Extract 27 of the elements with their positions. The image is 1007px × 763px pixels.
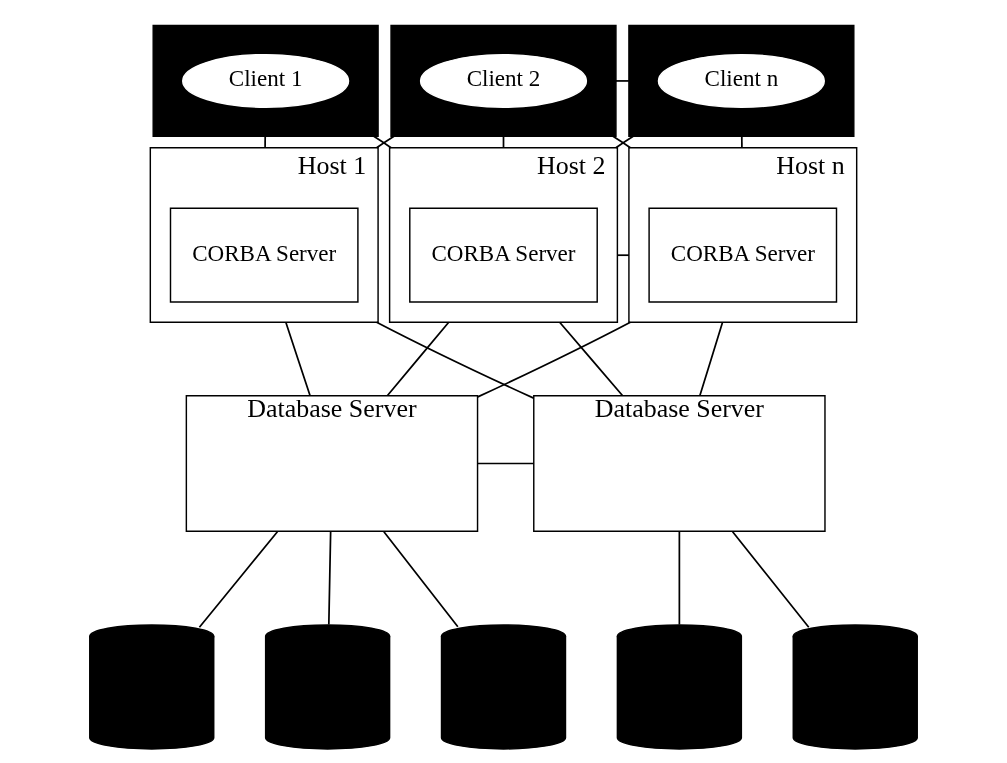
node-ellipse: Client 2	[419, 53, 588, 108]
connector	[616, 254, 630, 257]
connector	[383, 530, 459, 628]
connector	[476, 321, 632, 398]
connector	[264, 135, 267, 149]
connector	[476, 462, 535, 465]
node-box: CORBA Server	[169, 207, 359, 303]
connector	[615, 80, 630, 82]
connector	[386, 321, 450, 397]
connector	[375, 321, 535, 400]
cluster	[390, 24, 617, 137]
connector	[678, 530, 681, 626]
cluster	[628, 24, 855, 137]
connector	[699, 321, 724, 397]
node-ellipse: Client n	[657, 53, 825, 108]
connector	[740, 135, 743, 149]
connector	[558, 321, 624, 397]
cluster	[152, 24, 379, 137]
connector	[284, 321, 311, 397]
node-ellipse: Client 1	[182, 53, 350, 108]
node-box: Database Server	[533, 395, 826, 532]
connector	[198, 530, 279, 629]
connector	[731, 530, 810, 629]
connector	[327, 530, 332, 626]
node-box: Database Server	[185, 395, 479, 532]
node-box: CORBA Server	[409, 207, 598, 303]
node-box: CORBA Server	[648, 207, 838, 303]
